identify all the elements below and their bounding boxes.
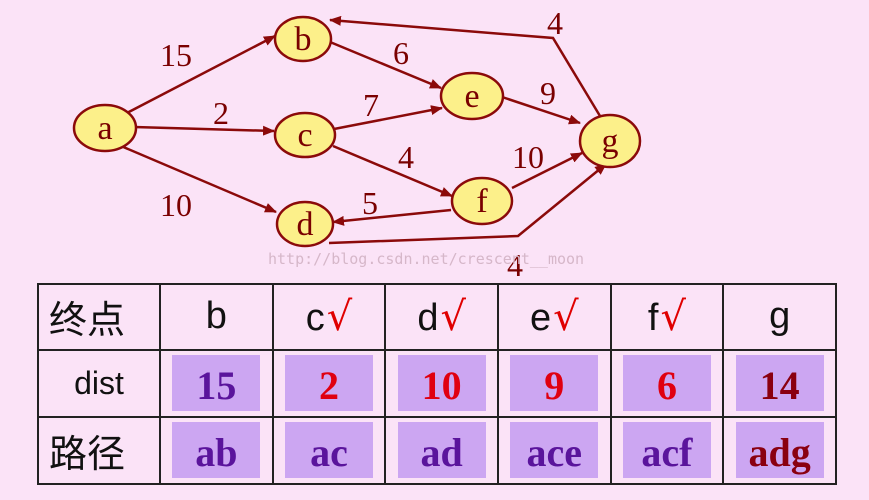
node-b <box>273 15 333 63</box>
edge-weight-b-e: 6 <box>393 35 409 71</box>
edge-b-e <box>329 40 442 90</box>
edge-weight-a-c: 2 <box>213 95 229 131</box>
dist-value: 15 <box>172 355 261 412</box>
edge-a-b <box>124 34 276 116</box>
edge-f-g <box>511 151 583 190</box>
edge-weight-d-g: 4 <box>507 247 523 283</box>
check-mark-icon: √ <box>660 293 686 340</box>
dist-value: 14 <box>735 355 824 412</box>
node-e <box>439 71 505 121</box>
edge-d-g <box>328 163 607 245</box>
path-value: adg <box>735 422 824 479</box>
target-label: f <box>647 296 659 339</box>
target-label: b <box>205 295 227 338</box>
path-cell-f: acf <box>609 415 725 486</box>
node-label-c: c <box>297 117 312 154</box>
node-g <box>578 113 642 169</box>
node-label-g: g <box>602 123 619 160</box>
node-a <box>72 103 138 153</box>
dist-cell-e: 9 <box>496 348 612 418</box>
target-b: b <box>159 283 274 351</box>
check-mark-icon: √ <box>440 293 466 340</box>
node-f <box>450 176 514 226</box>
node-label-d: d <box>297 206 314 243</box>
dist-value: 6 <box>622 355 711 412</box>
dist-cell-b: 15 <box>159 348 274 418</box>
dist-cell-g: 14 <box>722 348 837 418</box>
check-mark-icon: √ <box>553 293 579 340</box>
path-label: 路径 <box>37 415 161 486</box>
header-label: 终点 <box>37 283 161 351</box>
edge-weight-f-d: 5 <box>362 185 378 221</box>
path-value: ace <box>510 422 599 479</box>
node-label-f: f <box>476 183 488 220</box>
dist-value: 10 <box>397 355 486 412</box>
edge-c-e <box>333 105 443 131</box>
edge-weight-e-g: 9 <box>540 75 556 111</box>
path-cell-c: ac <box>271 415 387 486</box>
dist-cell-c: 2 <box>271 348 387 418</box>
edge-a-c <box>133 125 275 136</box>
edge-weight-g-b: 4 <box>547 5 563 41</box>
edge-f-d <box>332 208 452 226</box>
dist-value: 2 <box>284 355 373 412</box>
watermark: http://blog.csdn.net/crescent__moon <box>268 250 585 268</box>
path-value: ad <box>397 422 486 479</box>
dist-value: 9 <box>510 355 599 412</box>
edge-c-f <box>332 144 453 198</box>
node-label-e: e <box>464 78 479 115</box>
edge-weight-a-d: 10 <box>160 187 192 223</box>
node-label-b: b <box>295 21 312 58</box>
target-d: d√ <box>384 283 499 351</box>
path-value: acf <box>622 422 711 479</box>
edge-weight-a-b: 15 <box>160 37 192 73</box>
edge-weight-c-f: 4 <box>398 139 414 175</box>
edge-a-d <box>120 144 277 214</box>
node-c <box>273 111 337 159</box>
target-label: g <box>769 295 791 338</box>
target-label: c <box>305 296 325 339</box>
target-label: d <box>417 296 439 339</box>
path-cell-b: ab <box>159 415 274 486</box>
edge-e-g <box>501 95 581 125</box>
path-cell-e: ace <box>496 415 612 486</box>
path-value: ab <box>172 422 261 479</box>
edge-weight-c-e: 7 <box>363 87 379 123</box>
check-mark-icon: √ <box>326 293 353 340</box>
path-cell-g: adg <box>722 415 837 486</box>
target-c: c√ <box>271 283 387 351</box>
node-d <box>275 200 335 248</box>
dist-cell-d: 10 <box>384 348 499 418</box>
path-cell-d: ad <box>384 415 499 486</box>
path-value: ac <box>284 422 373 479</box>
target-e: e√ <box>496 283 612 351</box>
dist-label: dist <box>37 348 161 418</box>
edge-g-b <box>329 15 602 117</box>
target-f: f√ <box>609 283 725 351</box>
edge-weight-f-g: 10 <box>512 139 544 175</box>
target-g: g <box>722 283 837 351</box>
dist-cell-f: 6 <box>609 348 725 418</box>
node-label-a: a <box>97 110 112 147</box>
target-label: e <box>529 296 552 339</box>
